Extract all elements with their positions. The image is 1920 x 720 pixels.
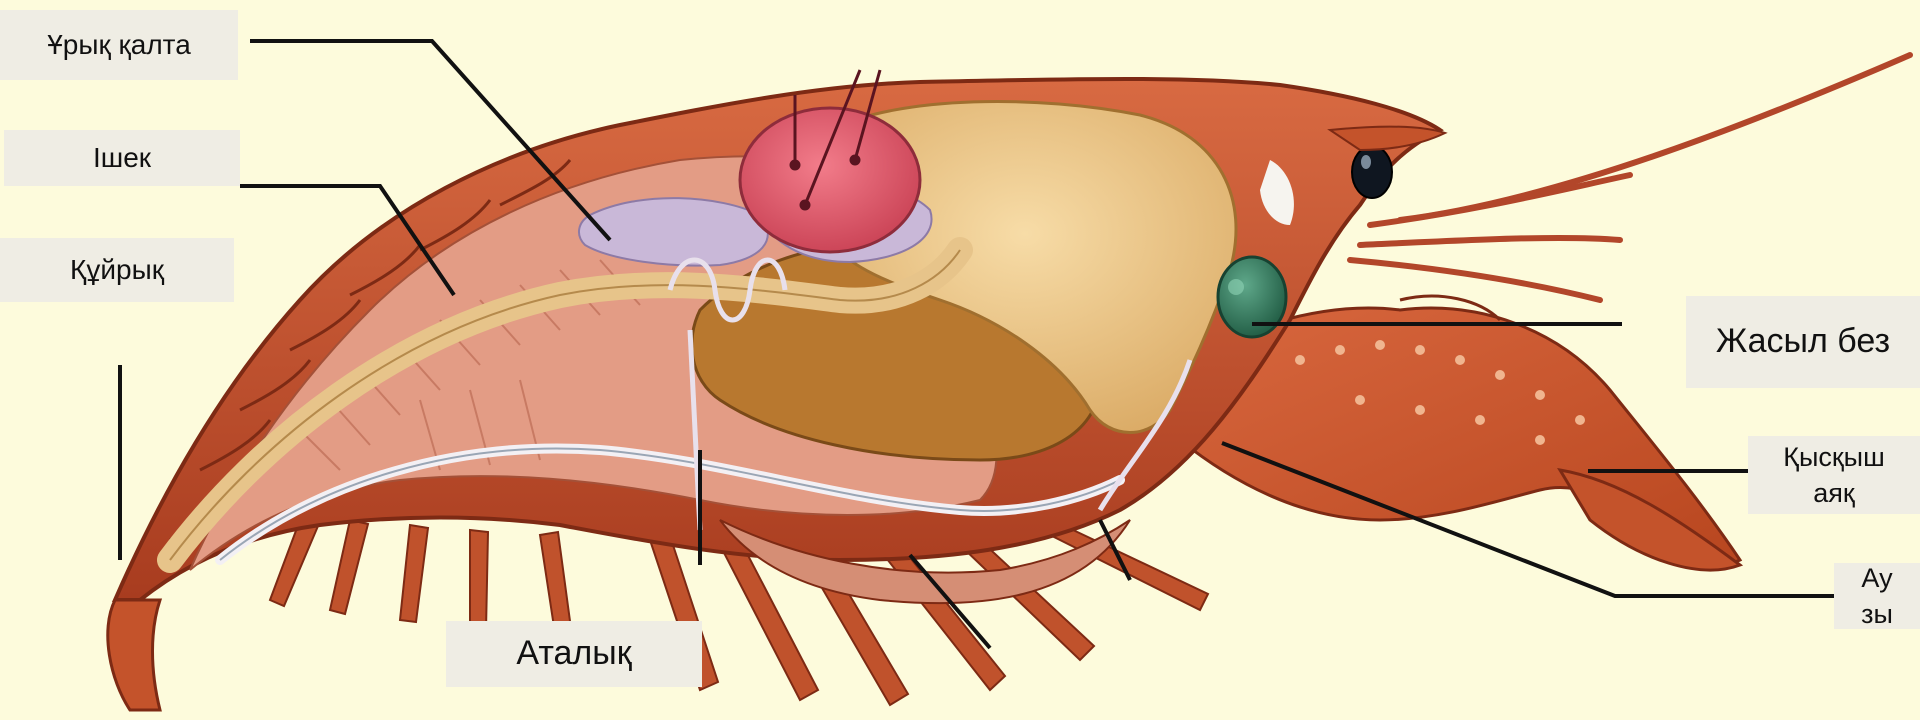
eye xyxy=(1352,146,1392,198)
label-green-gland: Жасыл без xyxy=(1686,296,1920,388)
label-tail-text: Құйрық xyxy=(70,251,164,289)
label-mouth: Ау зы xyxy=(1834,563,1920,629)
label-testis: Аталық xyxy=(446,621,702,687)
label-intestine-text: Ішек xyxy=(93,139,151,177)
label-claw-leg: Қысқыш аяқ xyxy=(1748,436,1920,514)
label-tail: Құйрық xyxy=(0,238,234,302)
label-egg-sac: Ұрық қалта xyxy=(0,10,238,80)
green-gland-highlight xyxy=(1228,279,1244,295)
eye-highlight xyxy=(1361,155,1371,169)
antennae xyxy=(1350,55,1910,300)
tail-fan xyxy=(108,600,160,710)
label-mouth-text: Ау зы xyxy=(1861,560,1893,633)
label-claw-leg-text: Қысқыш аяқ xyxy=(1783,439,1885,512)
label-egg-sac-text: Ұрық қалта xyxy=(47,26,191,64)
label-testis-text: Аталық xyxy=(516,631,631,677)
ovary xyxy=(740,108,920,252)
label-intestine: Ішек xyxy=(4,130,240,186)
label-green-gland-text: Жасыл без xyxy=(1716,319,1890,365)
